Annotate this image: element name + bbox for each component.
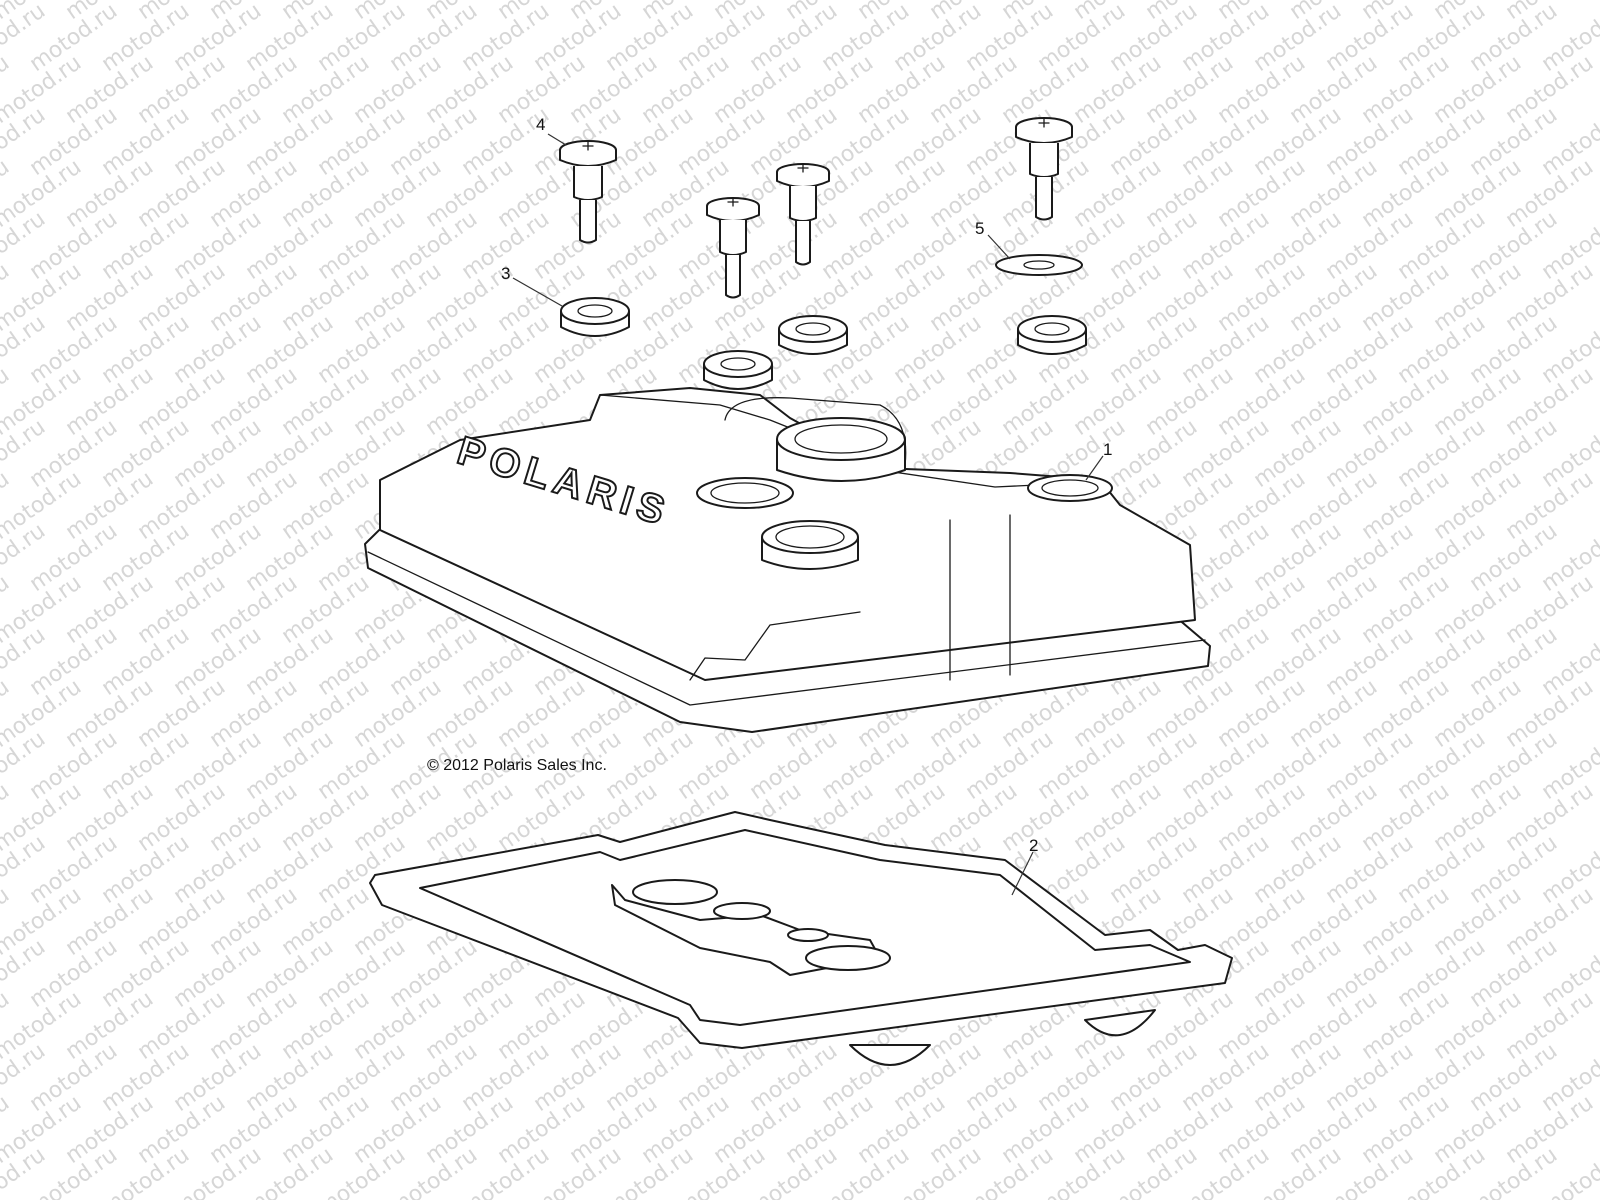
bolt-4	[1015, 117, 1073, 221]
copyright-notice: © 2012 Polaris Sales Inc.	[427, 757, 607, 774]
callout-4: 4	[536, 115, 545, 134]
valve-cover-gasket	[369, 811, 1233, 1066]
callout-1: 1	[1103, 440, 1112, 459]
callout-3: 3	[501, 264, 510, 283]
valve-cover: POLARIS	[364, 387, 1211, 733]
bolt-3	[776, 163, 830, 266]
bolt-1	[559, 140, 617, 244]
grommet-2	[778, 315, 848, 355]
grommet-1	[560, 297, 630, 337]
callout-2: 2	[1029, 836, 1038, 855]
leader-lines	[512, 133, 1104, 896]
grommet-4	[1017, 315, 1087, 355]
grommet-3	[703, 350, 773, 390]
callout-5: 5	[975, 219, 984, 238]
washer	[995, 254, 1083, 276]
bolt-2	[706, 197, 760, 299]
